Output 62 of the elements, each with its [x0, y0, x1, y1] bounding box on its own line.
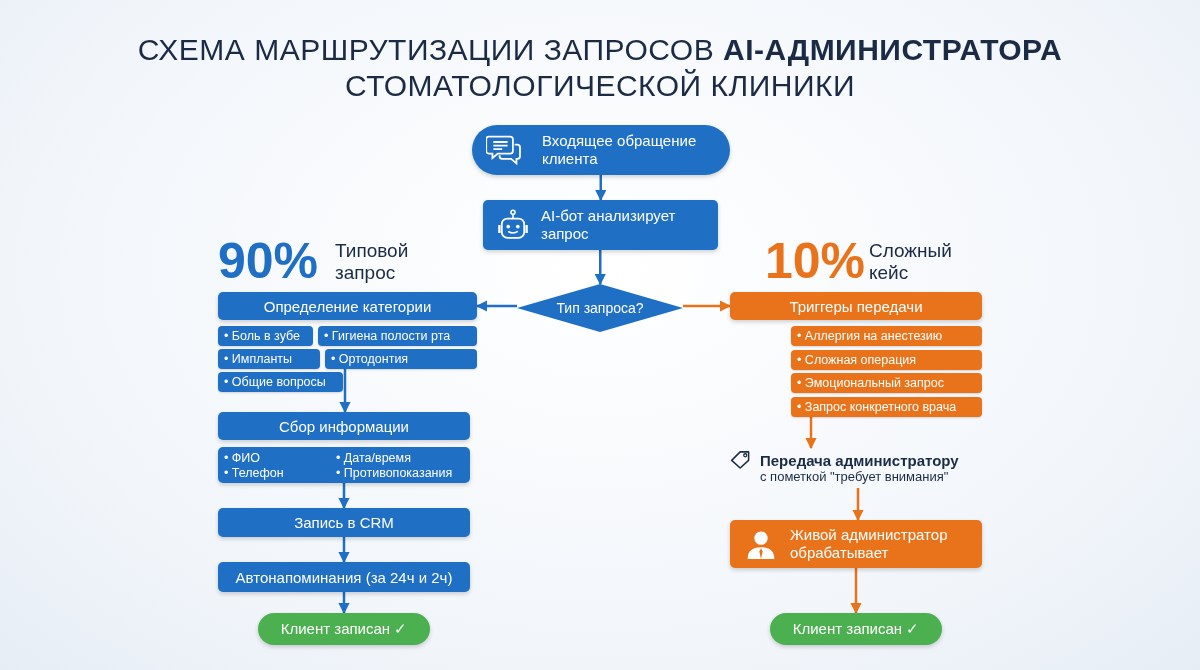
info-box [218, 447, 470, 483]
note-text: с пометкой "требует внимания" [760, 469, 949, 484]
category-tag [218, 372, 343, 392]
process-box [730, 292, 982, 320]
node-text: AI-бот анализирует запрос [541, 207, 677, 243]
list-item: • Аллергия на анестезию [797, 329, 943, 343]
category-tag [791, 350, 982, 370]
list-item: • Сложная операция [797, 353, 917, 367]
process-box [730, 520, 982, 568]
process-box [218, 562, 470, 592]
list-item: • Запрос конкретного врача [797, 400, 957, 414]
arrow [338, 537, 350, 564]
percent-number: 90% [218, 236, 319, 286]
process-box [218, 412, 470, 440]
rounded-box [770, 613, 942, 645]
node-text: Запись в CRM [294, 514, 394, 531]
list-item: • Противопоказания [336, 465, 454, 480]
list-item: • Эмоциональный запрос [797, 376, 944, 390]
list-item: • ФИО [224, 450, 262, 465]
node-text: Клиент записан ✓ [280, 620, 408, 638]
category-tag [791, 397, 982, 417]
list-item: • Гигиена полости рта [324, 329, 451, 343]
arrow [805, 417, 817, 450]
category-tag [218, 326, 313, 346]
process-box [218, 508, 470, 537]
category-tag [791, 373, 982, 393]
list-item: • Общие вопросы [224, 375, 326, 389]
arrow [339, 369, 351, 414]
node-text: Сбор информации [279, 417, 409, 435]
category-heading: Типовой запрос [335, 240, 410, 284]
heading-text: Передача администратору [760, 452, 959, 469]
arrow [595, 175, 607, 202]
percent-number: 10% [765, 236, 866, 286]
node-text: Живой администратор обрабатывает [790, 526, 949, 562]
list-item: • Боль в зубе [224, 329, 301, 343]
node-text: Определение категории [263, 297, 432, 315]
arrow [594, 250, 606, 286]
arrow [683, 300, 732, 312]
list-item: • Ортодонтия [331, 352, 409, 366]
category-heading: Сложный кейс [869, 240, 953, 284]
list-item: • Телефон [224, 465, 285, 480]
arrow [338, 483, 350, 510]
category-tag [325, 349, 477, 369]
list-item: • Импланты [224, 352, 293, 366]
node-text: Тип запроса? [556, 300, 644, 316]
title: СХЕМА МАРШРУТИЗАЦИИ ЗАПРОСОВ AI-АДМИНИСТРАТОРА СТОМАТОЛОГИЧЕСКОЙ КЛИНИКИ [136, 32, 1064, 104]
category-tag [218, 349, 320, 369]
process-box [218, 292, 477, 320]
arrow [475, 300, 517, 312]
process-box [483, 200, 718, 250]
category-tag [791, 326, 982, 346]
list-item: • Дата/время [336, 450, 412, 465]
node-text: Клиент записан ✓ [792, 620, 920, 638]
arrow [338, 592, 350, 615]
node-text: Автонапоминания (за 24ч и 2ч) [235, 568, 453, 586]
rounded-box [258, 613, 430, 645]
arrow [850, 568, 862, 615]
node-text: Триггеры передачи [789, 297, 923, 315]
category-tag [318, 326, 477, 346]
rounded-box [472, 125, 730, 175]
arrow [852, 488, 864, 522]
node-text: Входящее обращение клиента [542, 132, 698, 168]
